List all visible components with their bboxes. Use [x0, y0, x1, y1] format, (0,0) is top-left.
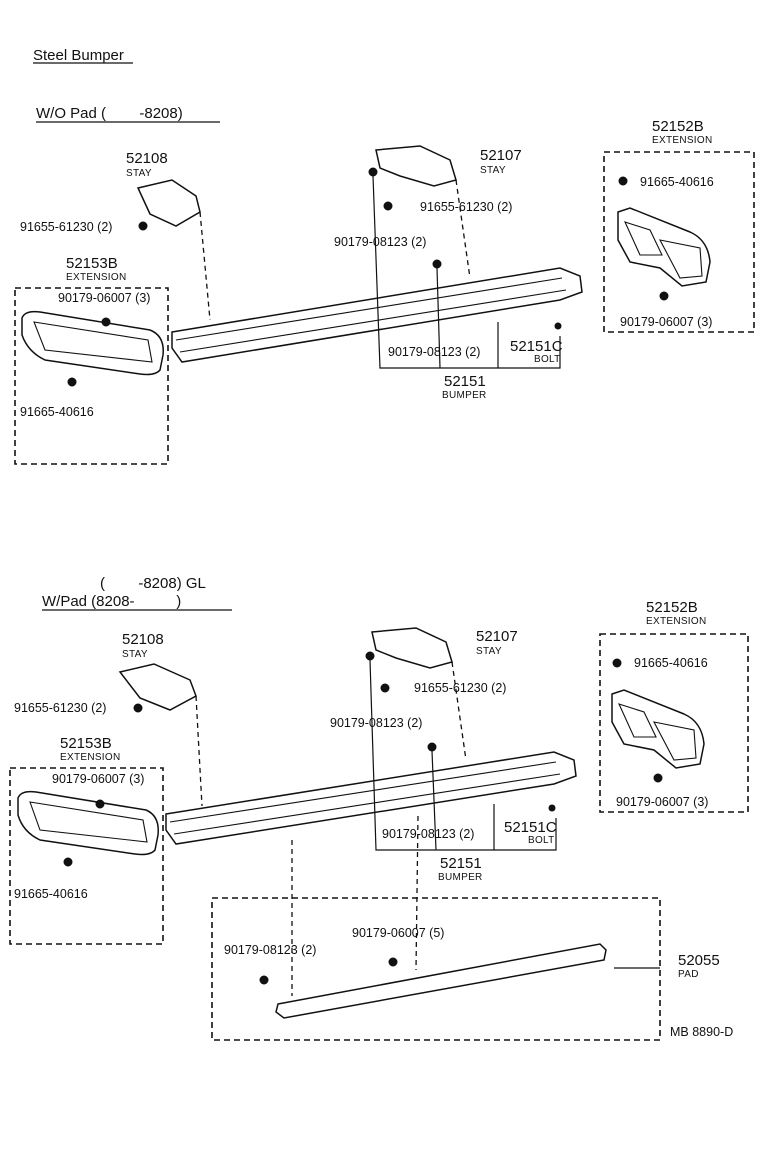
s2-stay-right-part — [371, 627, 453, 669]
s2-ext-left-box — [9, 767, 164, 945]
s2-ext-right-nut-icon — [653, 773, 663, 783]
ext-right-detail — [623, 221, 703, 279]
s2-bolt-stay-right-icon — [380, 683, 390, 693]
s1-ext-right-bolt: 91665-40616 — [640, 175, 714, 189]
nut-upper-icon — [368, 167, 378, 177]
bumper-bar-lines-1 — [175, 277, 567, 353]
section1-heading: W/O Pad ( -8208) — [36, 105, 183, 122]
s2-ext-right-bolt-icon — [612, 658, 622, 668]
pad-nut-right-icon — [388, 957, 398, 967]
section2-heading-line1: ( -8208) GL — [100, 575, 206, 592]
s2-pad-no: 52055 — [678, 952, 720, 969]
s2-stay-left-name: STAY — [122, 649, 148, 660]
s1-bumper-no: 52151 — [444, 373, 486, 390]
s2-diagram-code: MB 8890-D — [670, 1025, 733, 1039]
s2-ext-right-bolt: 91665-40616 — [634, 656, 708, 670]
bumper-leader-1 — [436, 267, 499, 369]
s2-ext-left-bolt: 91665-40616 — [14, 887, 88, 901]
section2-heading-line2: W/Pad (8208- ) — [42, 593, 181, 610]
s1-stay-left-name: STAY — [126, 168, 152, 179]
s2-stay-right-name: STAY — [476, 646, 502, 657]
s2-pad-name: PAD — [678, 969, 699, 980]
s1-bolt-stay-right: 91655-61230 (2) — [420, 200, 512, 214]
ext-left-detail — [33, 321, 153, 363]
stay-left-dash — [199, 211, 211, 321]
s2-ext-left-name: EXTENSION — [60, 752, 121, 763]
s1-ext-right-no: 52152B — [652, 118, 704, 135]
s1-bumper-name: BUMPER — [442, 390, 487, 401]
section1-group — [14, 145, 755, 465]
ext-left-box — [14, 287, 169, 465]
ext-left-nut-icon — [101, 317, 111, 327]
bumper-bar-lines-2 — [169, 761, 561, 835]
stay-left-part — [136, 179, 201, 227]
bolt-stay-left-icon — [138, 221, 148, 231]
s2-ext-left-bolt-icon — [63, 857, 73, 867]
s2-pad-box — [211, 897, 661, 1041]
bumper-bracket-1 — [372, 175, 561, 369]
s2-stay-left-dash — [195, 695, 203, 807]
ext-right-nut-icon — [659, 291, 669, 301]
s2-bumper-name: BUMPER — [438, 872, 483, 883]
s1-ext-left-name: EXTENSION — [66, 272, 127, 283]
s2-stay-right-no: 52107 — [476, 628, 518, 645]
bumper-leader-2 — [431, 750, 495, 851]
s2-ext-left-nut-icon — [95, 799, 105, 809]
s2-stay-left-part — [118, 663, 197, 711]
ext-left-part — [21, 310, 164, 376]
nut-lower-icon — [432, 259, 442, 269]
ext-left-bolt-icon — [67, 377, 77, 387]
s2-bolt-name: BOLT — [528, 835, 555, 846]
s2-bolt-no: 52151C — [504, 819, 557, 836]
s2-bolt-stay-left-icon — [133, 703, 143, 713]
s1-stay-right-no: 52107 — [480, 147, 522, 164]
s2-nut-lower-icon — [427, 742, 437, 752]
s2-pad-nut-left: 90179-08123 (2) — [224, 943, 316, 957]
s1-ext-left-bolt: 91665-40616 — [20, 405, 94, 419]
stay-right-part — [375, 145, 457, 187]
bolt-52151c-icon — [554, 322, 562, 330]
s2-pad-dash — [291, 815, 419, 996]
s1-nut-upper: 90179-08123 (2) — [334, 235, 426, 249]
s1-stay-right-name: STAY — [480, 165, 506, 176]
s2-bolt-52151c-icon — [548, 804, 556, 812]
s1-nut-lower: 90179-08123 (2) — [388, 345, 480, 359]
s2-bumper-no: 52151 — [440, 855, 482, 872]
s2-ext-right-box — [599, 633, 749, 813]
s2-nut-upper: 90179-08123 (2) — [330, 716, 422, 730]
bolt-stay-right-icon — [383, 201, 393, 211]
s2-ext-right-nut: 90179-06007 (3) — [616, 795, 708, 809]
s2-stay-left-no: 52108 — [122, 631, 164, 648]
s2-ext-right-detail — [617, 703, 697, 761]
s2-ext-left-part — [17, 790, 159, 856]
s2-ext-left-no: 52153B — [60, 735, 112, 752]
s2-ext-left-nut: 90179-06007 (3) — [52, 772, 144, 786]
s2-ext-right-no: 52152B — [646, 599, 698, 616]
s1-ext-left-nut: 90179-06007 (3) — [58, 291, 150, 305]
s2-stay-right-dash — [451, 661, 467, 761]
s2-bolt-stay-right: 91655-61230 (2) — [414, 681, 506, 695]
diagram-title: Steel Bumper — [33, 47, 124, 64]
s1-ext-right-name: EXTENSION — [652, 135, 713, 146]
s2-pad-nut-right: 90179-06007 (5) — [352, 926, 444, 940]
pad-part — [275, 943, 607, 1019]
s1-bolt-no: 52151C — [510, 338, 563, 355]
s2-bolt-stay-left: 91655-61230 (2) — [14, 701, 106, 715]
s1-bolt-stay-left: 91655-61230 (2) — [20, 220, 112, 234]
s2-ext-right-name: EXTENSION — [646, 616, 707, 627]
ext-right-box — [603, 151, 755, 333]
pad-nut-left-icon — [259, 975, 269, 985]
s2-nut-upper-icon — [365, 651, 375, 661]
ext-right-bolt-icon — [618, 176, 628, 186]
s2-nut-lower: 90179-08123 (2) — [382, 827, 474, 841]
s1-ext-left-no: 52153B — [66, 255, 118, 272]
stay-right-dash — [455, 179, 471, 279]
bumper-bracket-2 — [369, 659, 557, 851]
s2-ext-left-detail — [29, 801, 148, 843]
s1-ext-right-nut: 90179-06007 (3) — [620, 315, 712, 329]
s1-stay-left-no: 52108 — [126, 150, 168, 167]
section2-group — [9, 627, 749, 1041]
s1-bolt-name: BOLT — [534, 354, 561, 365]
